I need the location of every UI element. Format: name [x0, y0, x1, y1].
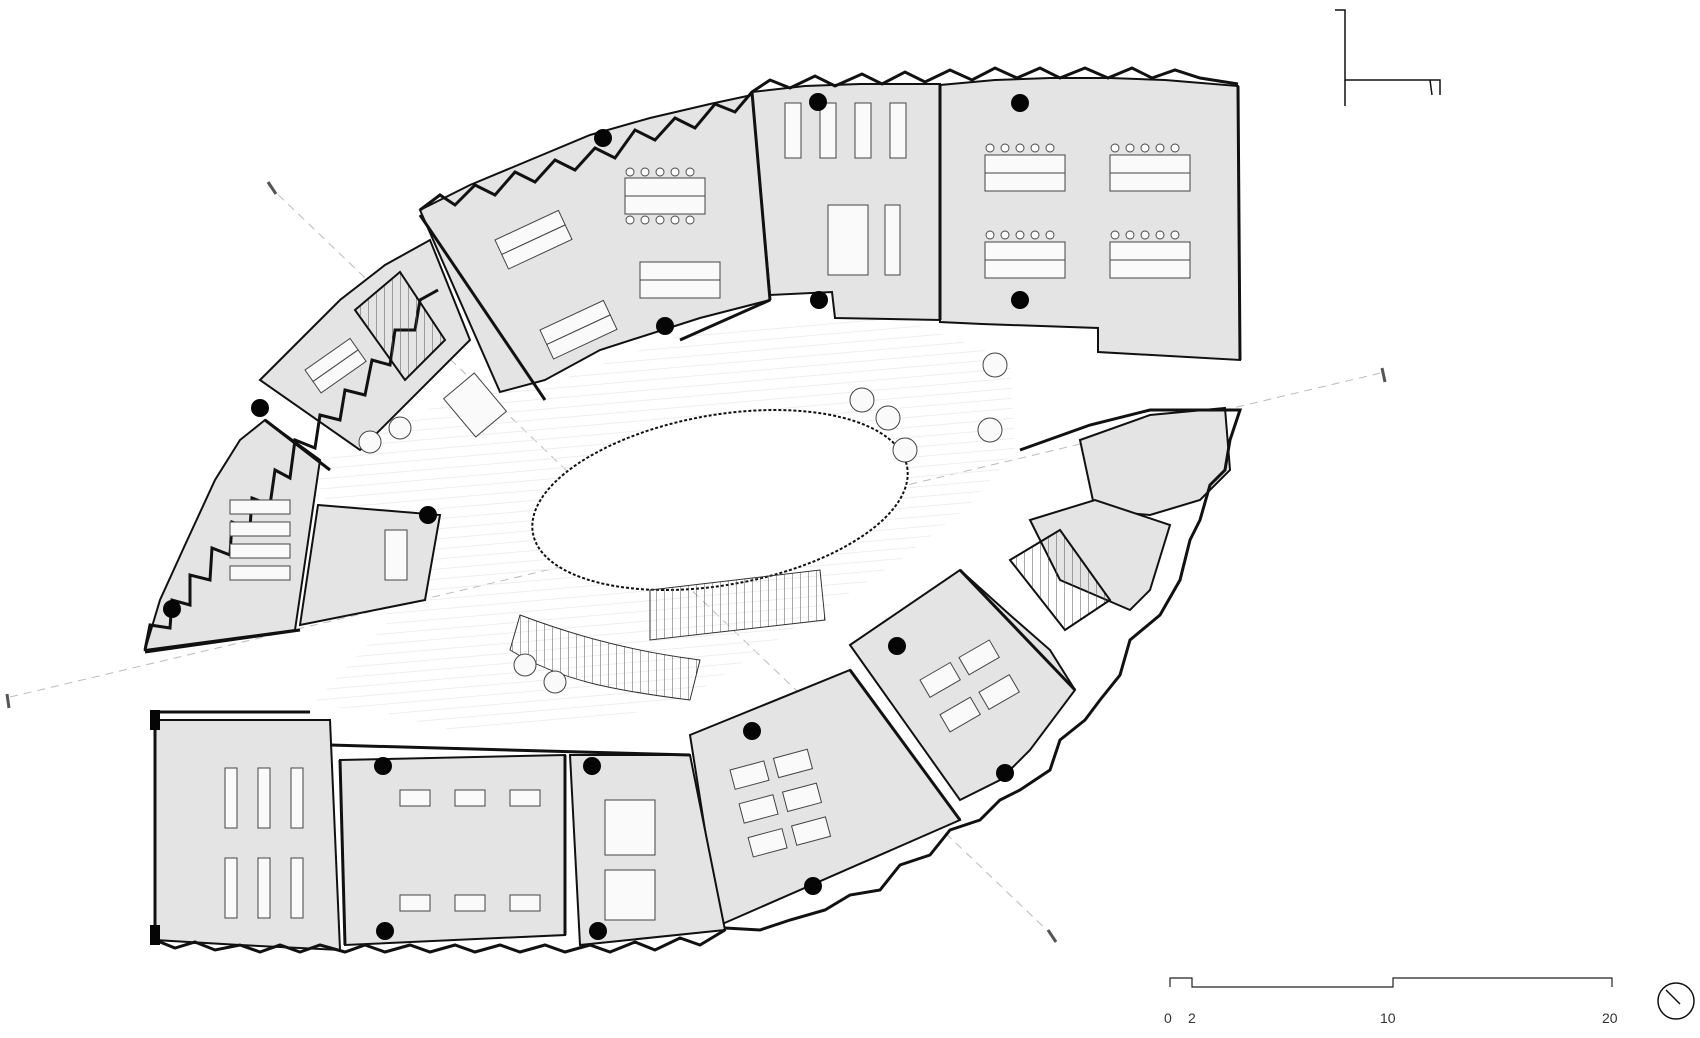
- seating-pods: [358, 352, 1008, 694]
- stair-north: [353, 270, 447, 382]
- atrium-stairs: [509, 569, 826, 701]
- chairs: [625, 143, 1180, 240]
- scale-tick-0: 0: [1164, 1010, 1172, 1026]
- room-northwest: [258, 238, 472, 452]
- north-arrow-icon: [1657, 982, 1695, 1020]
- section-marker: [1335, 9, 1441, 106]
- elevator-north: [442, 372, 508, 438]
- room-north-2: [750, 83, 941, 322]
- scale-bar: 0 2 10 20: [1164, 977, 1618, 1026]
- classroom-southwest: [154, 719, 342, 952]
- scale-tick-20: 20: [1602, 1010, 1618, 1026]
- atrium-void: [531, 409, 909, 591]
- stair-east: [1008, 528, 1112, 632]
- structural-columns: [163, 93, 1029, 940]
- classroom-northeast: [939, 77, 1242, 362]
- scale-tick-2: 2: [1188, 1010, 1196, 1026]
- scale-tick-10: 10: [1380, 1010, 1396, 1026]
- furniture: [224, 102, 1191, 921]
- classroom-south-1: [338, 753, 566, 947]
